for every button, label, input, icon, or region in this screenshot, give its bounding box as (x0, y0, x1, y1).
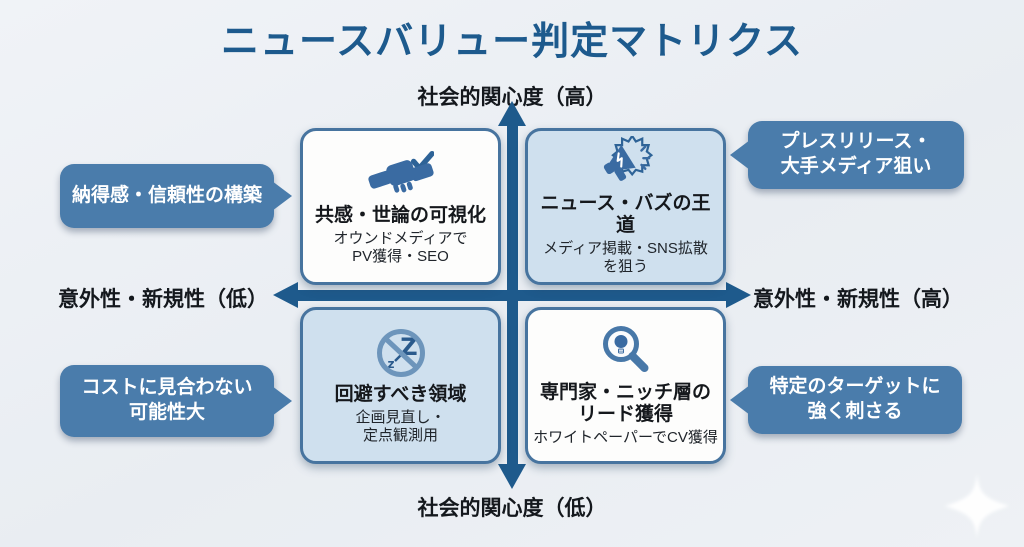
callout-text: 特定のターゲットに 強く刺さる (769, 376, 941, 422)
callout-text: 納得感・信頼性の構築 (71, 184, 262, 206)
quadrant-title: 回避すべき領域 (334, 383, 467, 405)
callout-cost-mismatch: コストに見合わない 可能性大 (60, 365, 274, 437)
megaphone-burst-icon (595, 135, 657, 190)
callout-text: コストに見合わない 可能性大 (81, 377, 253, 423)
horizontal-axis-arrow (292, 290, 732, 301)
quadrant-title: ニュース・バズの王道 (540, 192, 711, 236)
quadrant-card-niche-leads: 専門家・ニッチ層の リード獲得 ホワイトペーパーでCV獲得 (525, 307, 726, 464)
quadrant-card-avoid: Z z 回避すべき領域 企画見直し・ 定点観測用 (300, 307, 501, 464)
callout-press-release: プレスリリース・ 大手メディア狙い (748, 121, 964, 189)
callout-specific-target: 特定のターゲットに 強く刺さる (748, 366, 962, 434)
quadrant-title: 共感・世論の可視化 (314, 204, 486, 226)
no-sleep-icon: Z z (373, 325, 429, 381)
axis-label-novelty-low: 意外性・新規性（低） (58, 288, 268, 311)
axis-label-social-interest-low: 社会的関心度（低） (417, 497, 607, 520)
quadrant-subtitle: メディア掲載・SNS拡散 を狙う (543, 239, 708, 276)
quadrant-card-empathy: 共感・世論の可視化 オウンドメディアで PV獲得・SEO (300, 128, 501, 285)
quadrant-subtitle: 企画見直し・ 定点観測用 (355, 408, 446, 445)
quadrant-subtitle: オウンドメディアで PV獲得・SEO (333, 229, 468, 266)
arrowhead-down-icon (498, 464, 526, 489)
axis-label-novelty-high: 意外性・新規性（高） (753, 288, 963, 311)
quadrant-card-news-buzz: ニュース・バズの王道 メディア掲載・SNS拡散 を狙う (525, 128, 726, 285)
callout-trust-building: 納得感・信頼性の構築 (60, 164, 274, 228)
quadrant-subtitle: ホワイトペーパーでCV獲得 (533, 428, 718, 446)
svg-text:z: z (387, 357, 394, 371)
handshake-check-icon (367, 146, 434, 202)
axis-label-social-interest-high: 社会的関心度（高） (417, 86, 607, 109)
callout-text: プレスリリース・ 大手メディア狙い (780, 131, 932, 177)
page-title: ニュースバリュー判定マトリクス (221, 21, 803, 63)
quadrant-title: 専門家・ニッチ層の リード獲得 (539, 382, 711, 426)
sparkle-icon (943, 472, 1011, 545)
arrowhead-up-icon (498, 101, 526, 126)
magnifier-lightbulb-icon (598, 323, 654, 379)
arrowhead-right-icon (726, 282, 751, 308)
arrowhead-left-icon (273, 282, 298, 308)
